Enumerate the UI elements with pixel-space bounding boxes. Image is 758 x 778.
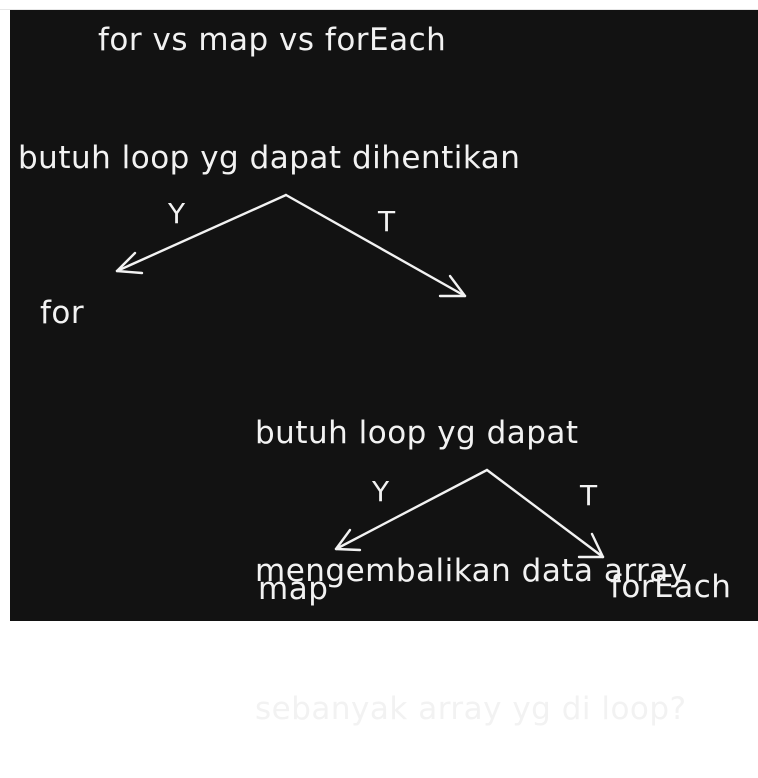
question-2-line-3: sebanyak array yg di loop?: [255, 691, 687, 727]
arrow-q2-no: [485, 468, 605, 559]
outcome-map: map: [258, 571, 329, 607]
top-border: [0, 0, 758, 10]
label-q1-no: T: [378, 205, 396, 238]
arrowhead-q1-no: [438, 274, 467, 298]
arrow-q1-no: [284, 193, 467, 298]
question-2: butuh loop yg dapat mengembalikan data a…: [255, 318, 688, 778]
outcome-for: for: [40, 295, 85, 331]
question-1: butuh loop yg dapat dihentikan: [18, 140, 521, 176]
diagram-canvas: [10, 10, 758, 621]
question-2-line-1: butuh loop yg dapat: [255, 415, 579, 451]
outcome-forEach: forEach: [610, 569, 732, 605]
arrows-layer: [115, 193, 605, 559]
arrowhead-q2-yes: [334, 528, 362, 552]
arrow-q2-yes: [334, 468, 489, 551]
question-2-line-2: mengembalikan data array: [255, 553, 688, 589]
label-q1-yes: Y: [168, 197, 186, 230]
arrowhead-q1-yes: [115, 251, 144, 275]
arrow-q1-yes: [115, 193, 288, 273]
arrowhead-q2-no: [577, 532, 605, 559]
label-q2-no: T: [580, 479, 598, 512]
diagram-title: for vs map vs forEach: [98, 22, 447, 58]
label-q2-yes: Y: [372, 475, 390, 508]
